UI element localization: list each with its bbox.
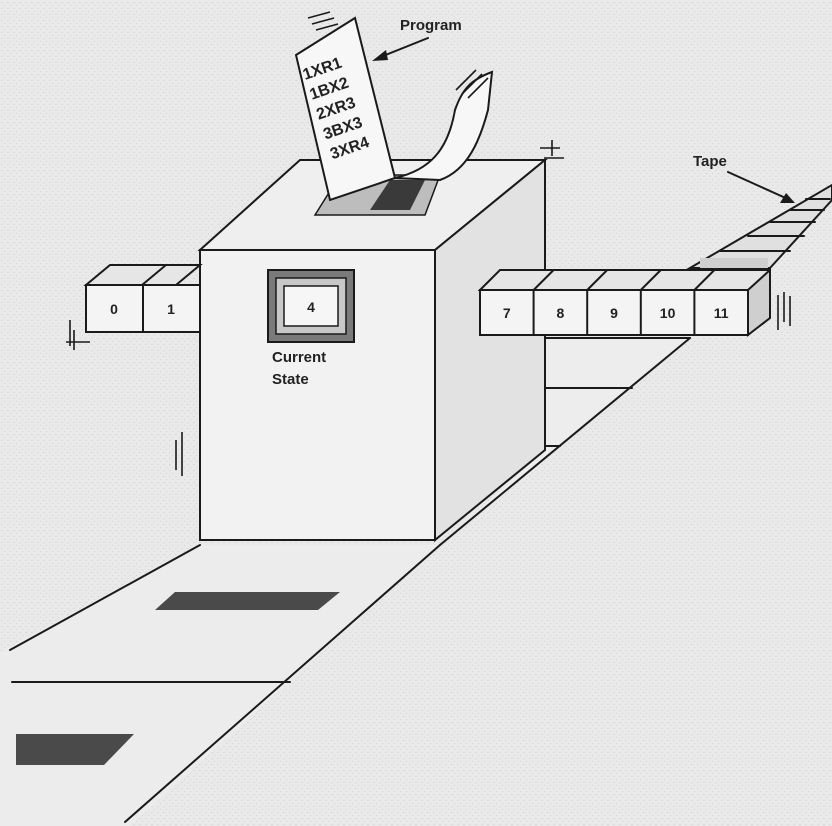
- tape-cell-top-divider: [693, 269, 716, 291]
- tape-cell: 11: [714, 305, 729, 321]
- tape-receding: [686, 183, 832, 269]
- machine-box: [197, 157, 548, 543]
- ground-dark-mark-1: [155, 592, 340, 610]
- tape-cell: 8: [557, 305, 565, 321]
- tape-cell: 0: [110, 301, 118, 317]
- tape-cell: 7: [503, 305, 511, 321]
- tape-right-cells: 7 8 9 10 11: [477, 267, 771, 338]
- tape-cell-top-divider: [639, 269, 662, 291]
- current-state-value: 4: [307, 299, 315, 315]
- tape-cell: 9: [610, 305, 618, 321]
- tape-arrow: [727, 171, 795, 203]
- tape-cell-top-divider: [532, 269, 555, 291]
- tape-band-right: [439, 337, 691, 546]
- ground-tape: [0, 544, 441, 826]
- tape-label: Tape: [693, 153, 727, 170]
- tape-cell-top-divider: [586, 269, 609, 291]
- program-label: Program: [400, 17, 462, 34]
- current-state-label-line1: Current: [272, 349, 326, 366]
- ground-dark-mark-2: [16, 734, 134, 765]
- current-state-label-line2: State: [272, 371, 309, 388]
- tape-cell: 10: [660, 305, 676, 321]
- current-state-display: 4: [267, 269, 355, 343]
- motion-marks: [66, 11, 791, 476]
- tape-cell: 1: [167, 301, 175, 317]
- program-arrow: [372, 37, 429, 61]
